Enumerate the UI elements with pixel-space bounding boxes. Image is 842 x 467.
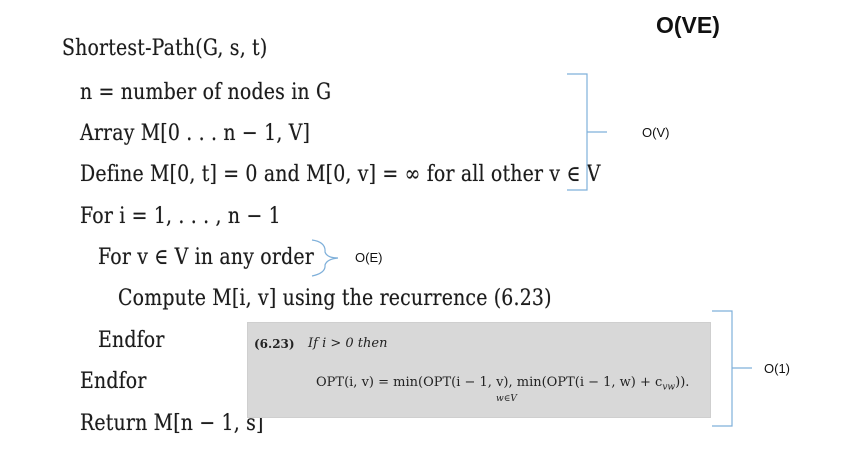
algorithm-line-5: For v ∈ V in any order [98, 245, 314, 270]
algorithm-line-9: Return M[n − 1, s] [80, 411, 264, 436]
recurrence-number: (6.23) [254, 337, 295, 351]
overall-complexity-title: O(VE) [656, 12, 720, 38]
recurrence-formula-main: OPT(i, v) = min(OPT(i − 1, v), min(OPT(i… [316, 375, 663, 390]
algorithm-line-7: Endfor [98, 328, 165, 353]
brace-init [567, 73, 607, 191]
recurrence-cost-subscript: vw [662, 382, 676, 393]
recurrence-formula: OPT(i, v) = min(OPT(i − 1, v), min(OPT(i… [316, 375, 689, 393]
inner-loop-cost-label: O(E) [355, 250, 383, 265]
recurrence-cost-label: O(1) [764, 361, 790, 376]
recurrence-formula-end: )). [675, 375, 690, 390]
algorithm-line-2: Array M[0 . . . n − 1, V] [80, 121, 311, 146]
recurrence-condition: If i > 0 then [308, 336, 388, 351]
algorithm-header: Shortest-Path(G, s, t) [62, 36, 268, 61]
init-cost-label: O(V) [642, 125, 670, 140]
algorithm-line-1: n = number of nodes in G [80, 80, 332, 105]
algorithm-line-4: For i = 1, . . . , n − 1 [80, 204, 281, 229]
brace-inner-loop [311, 239, 339, 277]
recurrence-min-subscript: w∈V [496, 394, 517, 404]
recurrence-box: (6.23) If i > 0 then OPT(i, v) = min(OPT… [247, 322, 711, 418]
brace-recurrence [712, 310, 752, 427]
algorithm-line-3: Define M[0, t] = 0 and M[0, v] = ∞ for a… [80, 162, 601, 187]
algorithm-line-8: Endfor [80, 369, 147, 394]
algorithm-line-6: Compute M[i, v] using the recurrence (6.… [118, 286, 552, 311]
